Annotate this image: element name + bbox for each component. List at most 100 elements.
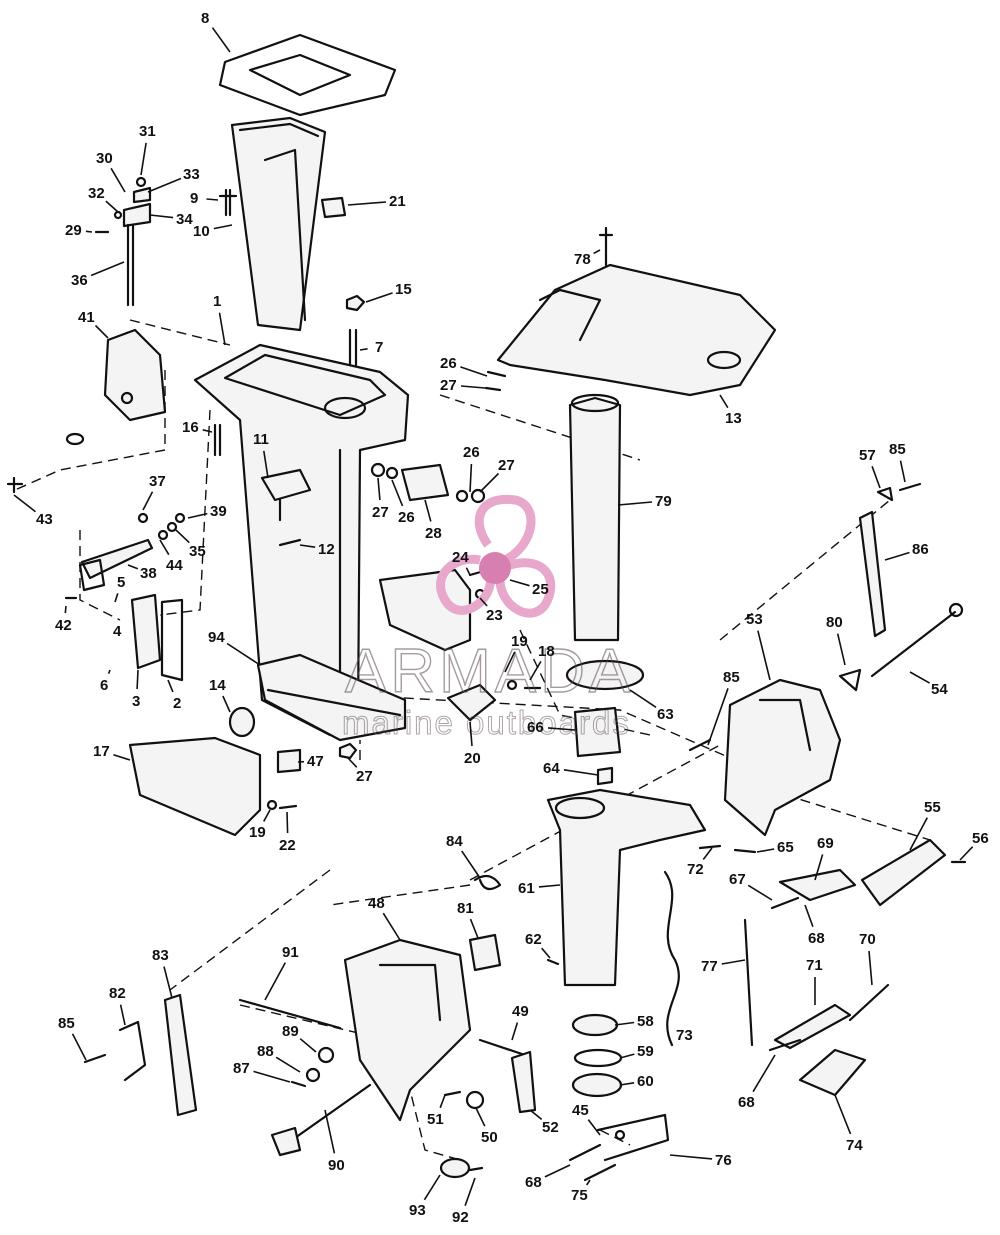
callout-leader (707, 688, 729, 746)
callout-leader (71, 1033, 87, 1061)
callout-leader (218, 312, 226, 346)
callout-number: 76 (715, 1152, 732, 1169)
callout-number: 55 (924, 799, 941, 816)
callout-number: 63 (657, 706, 674, 723)
callout-number: 86 (912, 541, 929, 558)
callout-number: 68 (525, 1174, 542, 1191)
grommet-14 (228, 706, 256, 738)
callout-number: 45 (572, 1102, 589, 1119)
callout-number: 58 (637, 1013, 654, 1030)
callout-leader (884, 551, 910, 561)
callout-number: 61 (518, 880, 535, 897)
callout-number: 94 (208, 629, 225, 646)
callout-leader (836, 633, 846, 666)
lever-71 (773, 1003, 852, 1050)
callout-leader (538, 884, 561, 888)
screw-22 (278, 804, 298, 810)
callout-number: 74 (846, 1137, 863, 1154)
callout-leader (586, 1179, 591, 1186)
callout-leader (424, 499, 432, 522)
screw-43 (6, 476, 24, 494)
rod-77 (743, 918, 754, 1047)
callout-leader (206, 198, 219, 201)
callout-leader (547, 727, 576, 731)
callout-leader (113, 753, 131, 761)
callout-leader (617, 501, 653, 506)
callout-number: 44 (166, 557, 183, 574)
washer-19 (266, 799, 278, 811)
callout-number: 57 (859, 447, 876, 464)
callout-leader (747, 884, 773, 901)
callout-number: 50 (481, 1129, 498, 1146)
callout-leader (619, 1053, 635, 1059)
washer-57 (876, 486, 894, 502)
callout-number: 83 (152, 947, 169, 964)
callout-number: 21 (389, 193, 406, 210)
propeller-logo (436, 494, 556, 618)
screw-12 (278, 538, 302, 547)
rod-70 (848, 983, 890, 1022)
callout-leader (13, 494, 36, 513)
callout-leader (163, 966, 173, 999)
callout-number: 6 (100, 677, 108, 694)
callout-number: 26 (398, 509, 415, 526)
callout-number: 26 (440, 355, 457, 372)
callout-number: 25 (532, 581, 549, 598)
nut-15 (345, 294, 366, 312)
callout-leader (107, 669, 111, 674)
callout-leader (814, 854, 824, 881)
callout-leader (460, 385, 486, 389)
callout-leader (702, 847, 713, 860)
screw-65 (733, 848, 757, 854)
bushing-66 (573, 706, 622, 758)
pin-32 (113, 210, 123, 220)
callout-leader (834, 1094, 852, 1135)
callout-leader (119, 1004, 126, 1026)
bolt-91 (238, 998, 342, 1030)
grommet-21 (320, 196, 347, 219)
callout-number: 27 (440, 377, 457, 394)
callout-leader (460, 366, 488, 377)
callout-number: 62 (525, 931, 542, 948)
callout-number: 65 (777, 839, 794, 856)
callout-number: 79 (655, 493, 672, 510)
knob-81 (468, 933, 502, 972)
callout-leader (469, 918, 479, 939)
callout-leader (105, 200, 119, 213)
callout-number: 78 (574, 251, 591, 268)
callout-number: 5 (117, 574, 125, 591)
lower-pan-94 (256, 653, 407, 742)
callout-leader (504, 651, 516, 673)
brand-name: ARMADA (345, 637, 634, 706)
callout-leader (94, 324, 109, 339)
bracket-24 (378, 568, 472, 652)
callout-number: 71 (806, 957, 823, 974)
clip-33 (132, 186, 152, 204)
swivel-bracket-61 (546, 788, 707, 987)
callout-leader (669, 1154, 713, 1160)
callout-number: 27 (356, 768, 373, 785)
callout-number: 85 (889, 441, 906, 458)
callout-number: 23 (486, 607, 503, 624)
callout-number: 9 (190, 190, 198, 207)
brand-watermark: ARMADA marine outboards (342, 494, 634, 742)
callout-number: 13 (725, 410, 742, 427)
callout-number: 90 (328, 1157, 345, 1174)
callout-number: 69 (817, 835, 834, 852)
callout-leader (222, 695, 231, 713)
stud-7 (348, 328, 358, 367)
callout-number: 29 (65, 222, 82, 239)
callout-leader (110, 167, 126, 193)
link-86 (858, 510, 887, 638)
callout-number: 16 (182, 419, 199, 436)
spring-73 (663, 870, 680, 1047)
screw-90 (283, 1083, 372, 1147)
link-80 (838, 668, 862, 692)
callout-number: 53 (746, 611, 763, 628)
callout-number: 81 (457, 900, 474, 917)
callout-number: 85 (58, 1015, 75, 1032)
callout-number: 66 (527, 719, 544, 736)
callout-leader (439, 1094, 446, 1109)
callout-number: 75 (571, 1187, 588, 1204)
